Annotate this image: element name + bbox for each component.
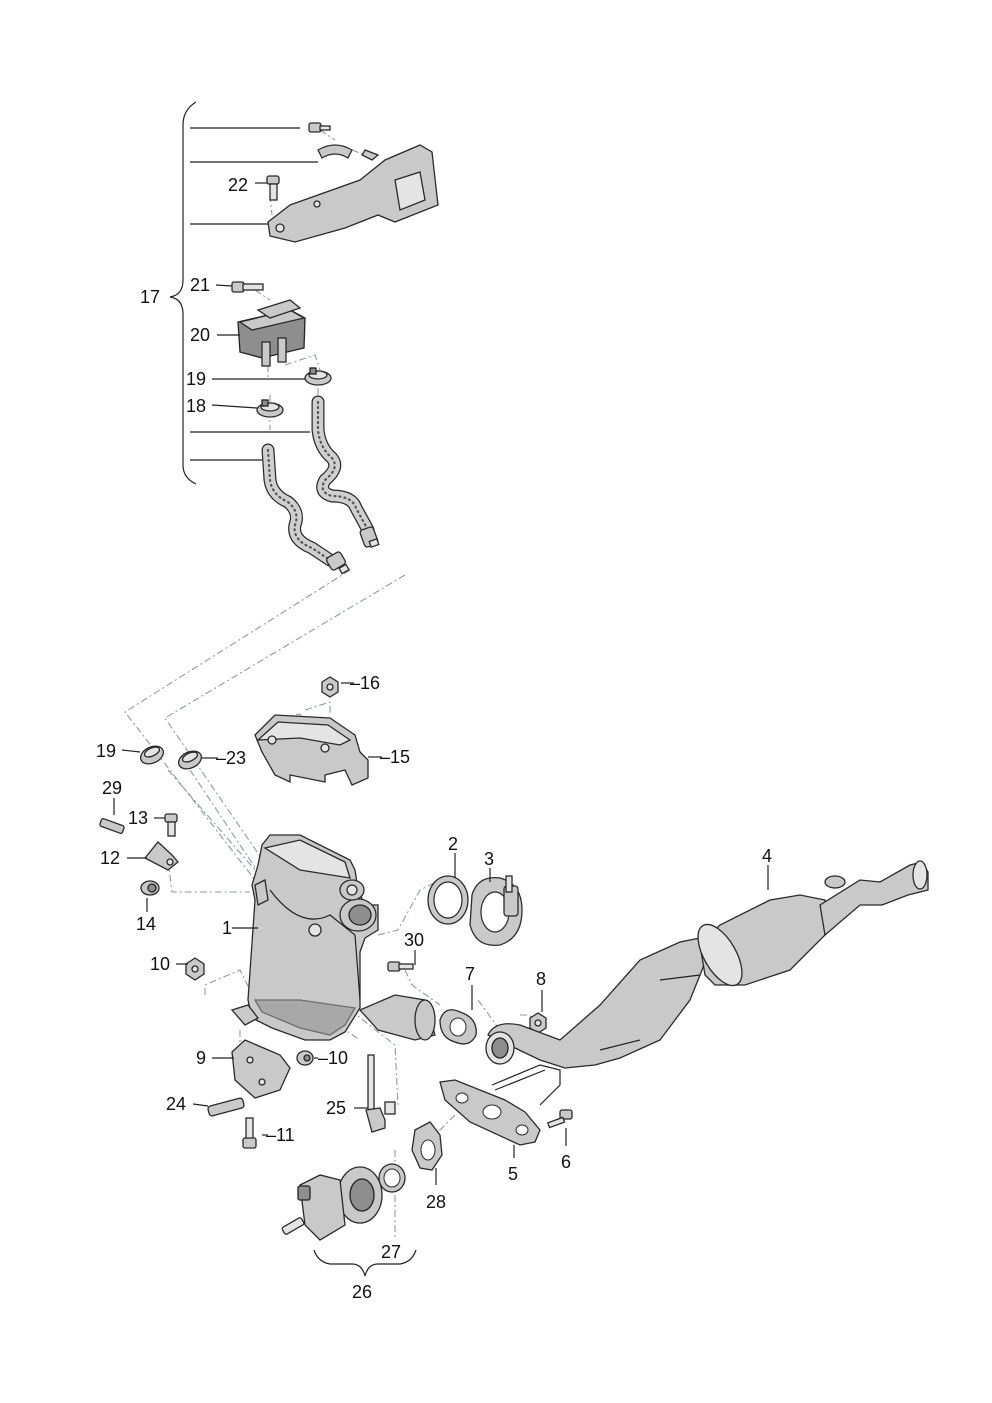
callout-1: 1 xyxy=(222,918,232,938)
callout-10-right: –10 xyxy=(318,1048,348,1068)
callout-21: 21 xyxy=(190,275,210,295)
callout-24: 24 xyxy=(166,1094,186,1114)
bolt-top xyxy=(308,122,331,133)
particulate-filter-1 xyxy=(230,834,436,1041)
callout-12: 12 xyxy=(100,848,120,868)
callout-15: –15 xyxy=(380,747,410,767)
callout-22: 22 xyxy=(228,175,248,195)
heat-shield-15 xyxy=(254,714,369,786)
callout-7: 7 xyxy=(465,964,475,984)
stud-24 xyxy=(207,1097,245,1117)
callout-29: 29 xyxy=(102,778,122,798)
callout-14: 14 xyxy=(136,914,156,934)
dosing-valve-26 xyxy=(281,1166,383,1241)
callout-19-lower: 19 xyxy=(96,741,116,761)
bolt-11 xyxy=(242,1117,257,1149)
sealing-ring-27 xyxy=(378,1163,406,1193)
bolt-30 xyxy=(387,961,414,972)
pressure-hoses xyxy=(261,395,380,575)
bolt-21 xyxy=(231,281,264,293)
leader-lines xyxy=(113,182,769,1185)
flange-gasket-5 xyxy=(439,1079,541,1146)
stud-29 xyxy=(99,818,125,834)
pipe-bracket xyxy=(491,1064,561,1106)
gasket-7 xyxy=(439,1009,477,1045)
bolt-22 xyxy=(266,175,280,201)
callout-9: 9 xyxy=(196,1048,206,1068)
callout-13: 13 xyxy=(128,808,148,828)
group-bracket-17 xyxy=(169,101,318,485)
callout-5: 5 xyxy=(508,1164,518,1184)
bolt-13 xyxy=(164,813,178,837)
bolt-6 xyxy=(546,1109,573,1129)
callout-3: 3 xyxy=(484,849,494,869)
bracket-9 xyxy=(231,1039,291,1099)
group-bracket-26 xyxy=(313,1249,417,1277)
callout-16: –16 xyxy=(350,673,380,693)
callout-23: –23 xyxy=(216,748,246,768)
callout-30: 30 xyxy=(404,930,424,950)
callout-26: 26 xyxy=(352,1282,372,1302)
hose-clamp-lower-19 xyxy=(139,745,165,765)
callout-28: 28 xyxy=(426,1192,446,1212)
clip-28 xyxy=(411,1121,443,1171)
heat-shield-bracket xyxy=(267,144,439,243)
callout-6: 6 xyxy=(561,1152,571,1172)
hose-clamp-upper-18 xyxy=(256,399,284,418)
callout-18: 18 xyxy=(186,396,206,416)
nut-10-left xyxy=(185,957,205,981)
callout-2: 2 xyxy=(448,834,458,854)
hose-clamp-upper-19 xyxy=(304,367,332,386)
callout-20: 20 xyxy=(190,325,210,345)
clamp-3 xyxy=(469,875,523,946)
callout-19-upper: 19 xyxy=(186,369,206,389)
nut-8 xyxy=(529,1012,547,1034)
nut-10-right xyxy=(296,1050,314,1066)
callout-10-left: 10 xyxy=(150,954,170,974)
temperature-sensor-25 xyxy=(365,1054,396,1133)
callout-4: 4 xyxy=(762,846,772,866)
callout-25: 25 xyxy=(326,1098,346,1118)
callout-11: –11 xyxy=(266,1125,295,1145)
callout-17: 17 xyxy=(140,287,160,307)
bracket-12 xyxy=(143,841,179,871)
hose-clamp-23 xyxy=(177,750,203,770)
nut-14 xyxy=(140,880,160,896)
callout-27: 27 xyxy=(381,1242,401,1262)
pressure-sensor xyxy=(237,299,306,367)
nut-16 xyxy=(321,676,339,698)
callout-labels: 1 2 3 4 5 6 7 8 9 10 –10 –11 12 13 14 –1… xyxy=(96,175,772,1302)
front-exhaust-pipe-4 xyxy=(485,860,929,1069)
sealing-ring-2 xyxy=(427,875,469,925)
callout-8: 8 xyxy=(536,969,546,989)
